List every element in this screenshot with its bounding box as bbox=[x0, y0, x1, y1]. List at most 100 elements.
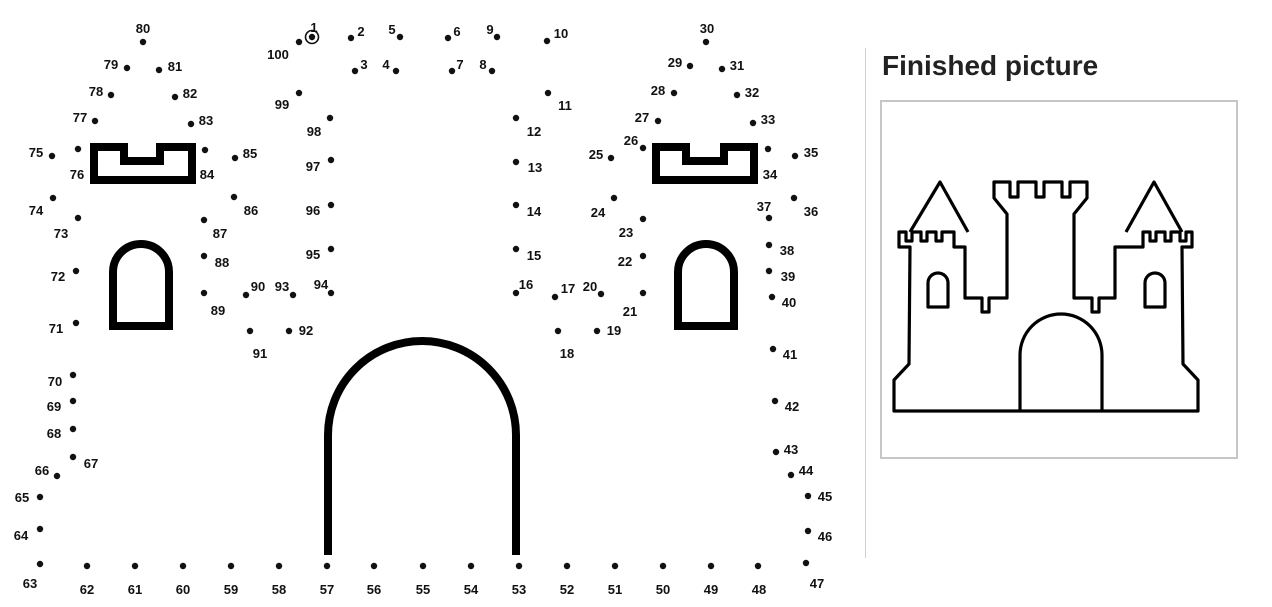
dot-93[interactable] bbox=[289, 291, 297, 299]
dot-70[interactable] bbox=[69, 371, 77, 379]
dot-100[interactable] bbox=[295, 38, 303, 46]
dot-90[interactable] bbox=[242, 291, 250, 299]
dot-78[interactable] bbox=[107, 91, 115, 99]
dot-5[interactable] bbox=[396, 33, 404, 41]
dot-94[interactable] bbox=[327, 289, 335, 297]
dot-11[interactable] bbox=[544, 89, 552, 97]
dot-27[interactable] bbox=[654, 117, 662, 125]
dot-79[interactable] bbox=[123, 64, 131, 72]
dot-25[interactable] bbox=[607, 154, 615, 162]
dot-1[interactable] bbox=[308, 33, 316, 41]
dot-29[interactable] bbox=[686, 62, 694, 70]
dot-95[interactable] bbox=[327, 245, 335, 253]
dot-35[interactable] bbox=[791, 152, 799, 160]
dot-9[interactable] bbox=[493, 33, 501, 41]
dot-15[interactable] bbox=[512, 245, 520, 253]
dot-42[interactable] bbox=[771, 397, 779, 405]
dot-98[interactable] bbox=[326, 114, 334, 122]
dot-8[interactable] bbox=[488, 67, 496, 75]
dot-61[interactable] bbox=[131, 562, 139, 570]
dot-4[interactable] bbox=[392, 67, 400, 75]
dot-40[interactable] bbox=[768, 293, 776, 301]
dot-67[interactable] bbox=[69, 453, 77, 461]
dot-20[interactable] bbox=[597, 290, 605, 298]
dot-81[interactable] bbox=[155, 66, 163, 74]
dot-75[interactable] bbox=[48, 152, 56, 160]
dot-96[interactable] bbox=[327, 201, 335, 209]
dot-57[interactable] bbox=[323, 562, 331, 570]
dot-63[interactable] bbox=[36, 560, 44, 568]
dot-37[interactable] bbox=[765, 214, 773, 222]
dot-50[interactable] bbox=[659, 562, 667, 570]
dot-47[interactable] bbox=[802, 559, 810, 567]
dot-22[interactable] bbox=[639, 252, 647, 260]
dot-89[interactable] bbox=[200, 289, 208, 297]
dot-31[interactable] bbox=[718, 65, 726, 73]
dot-59[interactable] bbox=[227, 562, 235, 570]
dot-44[interactable] bbox=[787, 471, 795, 479]
dot-77[interactable] bbox=[91, 117, 99, 125]
dot-36[interactable] bbox=[790, 194, 798, 202]
dot-38[interactable] bbox=[765, 241, 773, 249]
dot-51[interactable] bbox=[611, 562, 619, 570]
dot-58[interactable] bbox=[275, 562, 283, 570]
dot-3[interactable] bbox=[351, 67, 359, 75]
dot-83[interactable] bbox=[187, 120, 195, 128]
dot-84[interactable] bbox=[201, 146, 209, 154]
dot-68[interactable] bbox=[69, 425, 77, 433]
dot-54[interactable] bbox=[467, 562, 475, 570]
dot-18[interactable] bbox=[554, 327, 562, 335]
dot-86[interactable] bbox=[230, 193, 238, 201]
dot-71[interactable] bbox=[72, 319, 80, 327]
dot-49[interactable] bbox=[707, 562, 715, 570]
dot-2[interactable] bbox=[347, 34, 355, 42]
dot-24[interactable] bbox=[610, 194, 618, 202]
dot-74[interactable] bbox=[49, 194, 57, 202]
dot-62[interactable] bbox=[83, 562, 91, 570]
dot-88[interactable] bbox=[200, 252, 208, 260]
dot-48[interactable] bbox=[754, 562, 762, 570]
dot-60[interactable] bbox=[179, 562, 187, 570]
dot-13[interactable] bbox=[512, 158, 520, 166]
dot-69[interactable] bbox=[69, 397, 77, 405]
dot-46[interactable] bbox=[804, 527, 812, 535]
dot-97[interactable] bbox=[327, 156, 335, 164]
start-marker-ring[interactable] bbox=[304, 29, 320, 45]
dot-66[interactable] bbox=[53, 472, 61, 480]
dot-52[interactable] bbox=[563, 562, 571, 570]
dot-26[interactable] bbox=[639, 144, 647, 152]
dot-23[interactable] bbox=[639, 215, 647, 223]
dot-55[interactable] bbox=[419, 562, 427, 570]
dot-12[interactable] bbox=[512, 114, 520, 122]
dot-39[interactable] bbox=[765, 267, 773, 275]
dot-56[interactable] bbox=[370, 562, 378, 570]
dot-19[interactable] bbox=[593, 327, 601, 335]
dot-85[interactable] bbox=[231, 154, 239, 162]
dot-82[interactable] bbox=[171, 93, 179, 101]
dot-16[interactable] bbox=[512, 289, 520, 297]
dot-30[interactable] bbox=[702, 38, 710, 46]
dot-17[interactable] bbox=[551, 293, 559, 301]
dot-87[interactable] bbox=[200, 216, 208, 224]
dot-99[interactable] bbox=[295, 89, 303, 97]
dot-80[interactable] bbox=[139, 38, 147, 46]
dot-21[interactable] bbox=[639, 289, 647, 297]
dot-14[interactable] bbox=[512, 201, 520, 209]
dot-73[interactable] bbox=[74, 214, 82, 222]
dot-91[interactable] bbox=[246, 327, 254, 335]
dot-43[interactable] bbox=[772, 448, 780, 456]
dot-6[interactable] bbox=[444, 34, 452, 42]
dot-76[interactable] bbox=[74, 145, 82, 153]
dot-53[interactable] bbox=[515, 562, 523, 570]
dot-10[interactable] bbox=[543, 37, 551, 45]
dot-28[interactable] bbox=[670, 89, 678, 97]
dot-33[interactable] bbox=[749, 119, 757, 127]
dot-32[interactable] bbox=[733, 91, 741, 99]
dot-64[interactable] bbox=[36, 525, 44, 533]
dot-41[interactable] bbox=[769, 345, 777, 353]
dot-34[interactable] bbox=[764, 145, 772, 153]
dot-72[interactable] bbox=[72, 267, 80, 275]
dot-92[interactable] bbox=[285, 327, 293, 335]
dot-45[interactable] bbox=[804, 492, 812, 500]
dot-7[interactable] bbox=[448, 67, 456, 75]
